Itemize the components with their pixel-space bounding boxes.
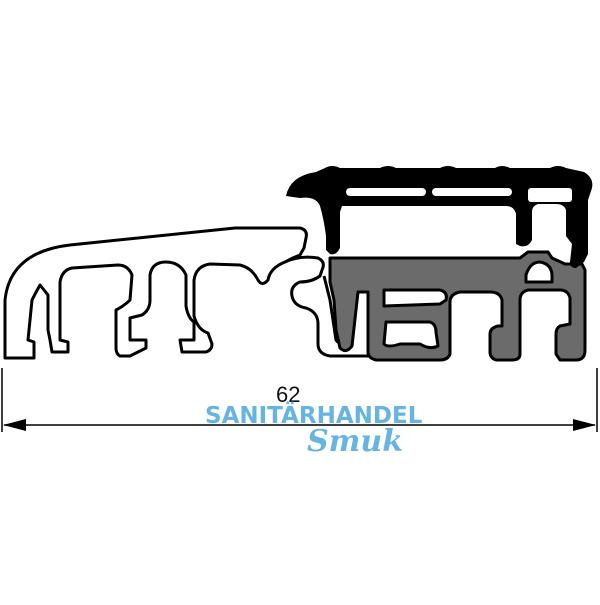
top-cover-profile — [286, 166, 593, 268]
watermark-line2: Smuk — [307, 424, 404, 459]
aluminium-base-profile — [3, 226, 374, 360]
arrowhead-left-icon — [3, 419, 26, 431]
thermal-break-insert — [328, 250, 587, 362]
dimension-62 — [1, 368, 598, 432]
watermark-line1: SANITÄRHANDEL — [205, 403, 423, 429]
arrowhead-right-icon — [573, 419, 596, 431]
dimension-label: 62 — [276, 382, 301, 407]
